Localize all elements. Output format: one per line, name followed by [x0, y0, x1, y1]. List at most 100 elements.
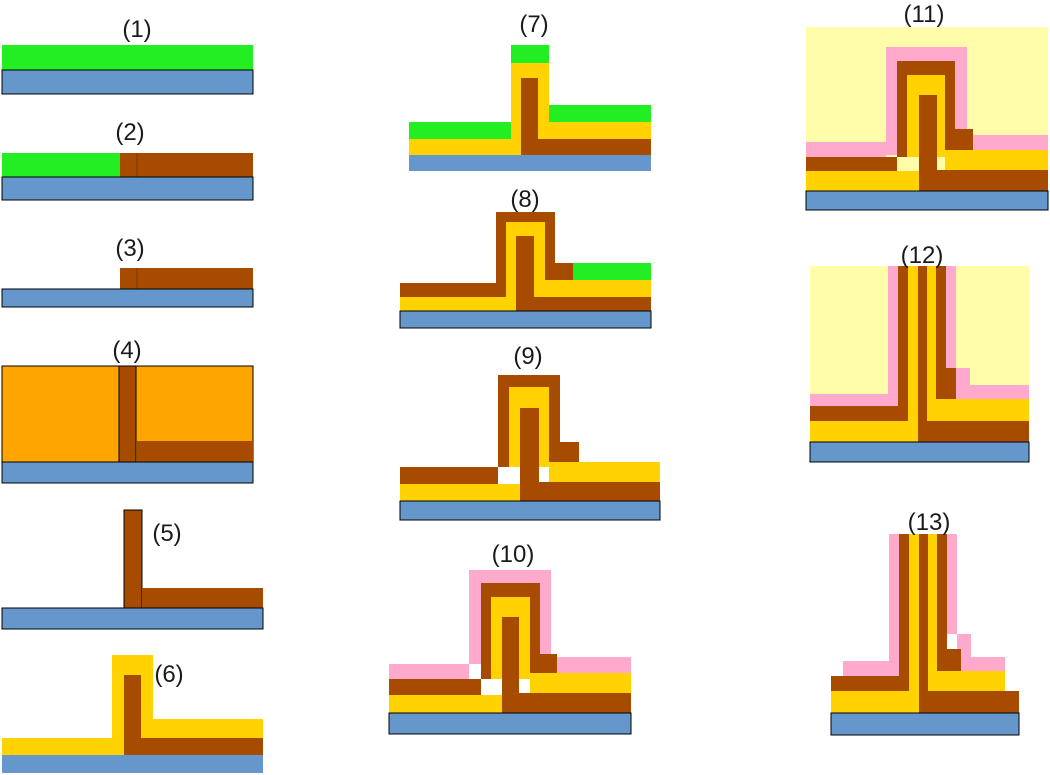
brown-base: [928, 691, 1019, 713]
substrate: [1, 176, 254, 201]
pink-right: [551, 657, 631, 673]
yellow-left: [810, 421, 918, 442]
brown-pillar: [919, 534, 928, 713]
pink-left: [806, 142, 886, 157]
step-label: (8): [510, 186, 539, 213]
pink-right-wall: [947, 534, 957, 634]
brown-pillar: [516, 236, 534, 311]
substrate: [1, 69, 254, 95]
brown-pillar: [521, 78, 538, 155]
step-11: (11): [805, 1, 1049, 211]
brown-step: [945, 129, 973, 150]
substrate: [388, 712, 632, 735]
step-6: (6): [2, 655, 263, 773]
brown-step: [545, 263, 573, 280]
brown-pillar: [520, 408, 539, 501]
pink-right: [956, 385, 1029, 399]
brown-step: [947, 649, 961, 671]
substrate: [399, 500, 661, 521]
brown-layer: [120, 153, 253, 177]
step-label: (7): [519, 11, 548, 38]
step-label: (10): [492, 541, 535, 568]
yellow-right: [530, 673, 631, 693]
yellow-left: [389, 695, 502, 713]
brown-base: [137, 441, 253, 462]
brown-base: [927, 421, 1029, 442]
yellow-right: [545, 280, 651, 297]
step-13: (13): [830, 509, 1020, 736]
step-label: (12): [901, 242, 944, 269]
step-label: (1): [122, 16, 151, 43]
step-label: (2): [115, 119, 144, 146]
brown-base: [141, 738, 263, 755]
step-label: (11): [904, 1, 945, 28]
green-right: [549, 105, 651, 122]
brown-pillar: [123, 509, 143, 609]
yellow-left: [806, 171, 919, 191]
pink-left: [389, 664, 469, 679]
yellow-right: [937, 671, 1005, 691]
brown-base: [539, 482, 660, 501]
step-label: (4): [112, 337, 141, 364]
brown-right-wall: [936, 266, 946, 399]
step-label: (9): [513, 343, 542, 370]
brown-step: [946, 368, 956, 399]
brown-left: [831, 676, 909, 691]
yellow-right: [936, 399, 1029, 421]
pink-left: [810, 394, 898, 406]
brown-base: [519, 693, 631, 713]
pink-right: [967, 135, 1048, 150]
step-2: (2): [1, 119, 254, 201]
step-label: (3): [115, 235, 144, 262]
yellow-left: [400, 484, 520, 501]
step-4: (4): [1, 337, 254, 484]
substrate: [399, 310, 652, 329]
brown-pillar: [118, 365, 137, 463]
substrate: [1, 288, 254, 308]
brown-pillar: [919, 95, 937, 191]
brown-step: [530, 654, 557, 673]
step-3: (3): [1, 235, 254, 308]
pink-left-wall: [888, 266, 898, 394]
substrate: [809, 441, 1030, 463]
yellow-right: [549, 462, 660, 482]
yellow-right: [549, 122, 651, 139]
brown-right-wall: [937, 534, 947, 671]
step-1: (1): [1, 16, 254, 95]
yellow-left: [400, 297, 516, 311]
green-left: [409, 122, 511, 139]
brown-base: [142, 588, 263, 608]
substrate: [2, 755, 263, 773]
brown-base: [538, 139, 651, 155]
brown-left-wall: [898, 266, 908, 421]
green-top: [511, 45, 549, 63]
yellow-right: [153, 719, 263, 738]
step-7: (7): [409, 11, 651, 171]
green-layer: [2, 153, 120, 177]
substrate: [805, 190, 1049, 211]
step-label: (5): [152, 520, 181, 547]
step-label: (6): [154, 661, 183, 688]
brown-left-wall: [899, 534, 909, 691]
brown-left: [400, 467, 498, 484]
brown-left: [806, 157, 897, 171]
yellow-left: [2, 738, 124, 755]
step-label: (13): [908, 509, 951, 536]
yellow-left: [409, 139, 521, 155]
pink-right-step: [956, 368, 970, 385]
brown-left: [400, 283, 496, 297]
substrate: [830, 712, 1020, 736]
substrate: [1, 461, 254, 484]
substrate: [409, 155, 651, 171]
step-8: (8): [399, 186, 652, 329]
brown-layer: [120, 268, 253, 289]
step-12: (12): [809, 242, 1030, 463]
pink-right-wall: [946, 266, 956, 368]
brown-left: [810, 406, 908, 421]
step-5: (5): [1, 509, 264, 630]
pink-left: [843, 661, 899, 676]
pink-right: [957, 657, 1005, 671]
brown-base: [937, 170, 1048, 191]
yellow-right: [945, 150, 1048, 170]
